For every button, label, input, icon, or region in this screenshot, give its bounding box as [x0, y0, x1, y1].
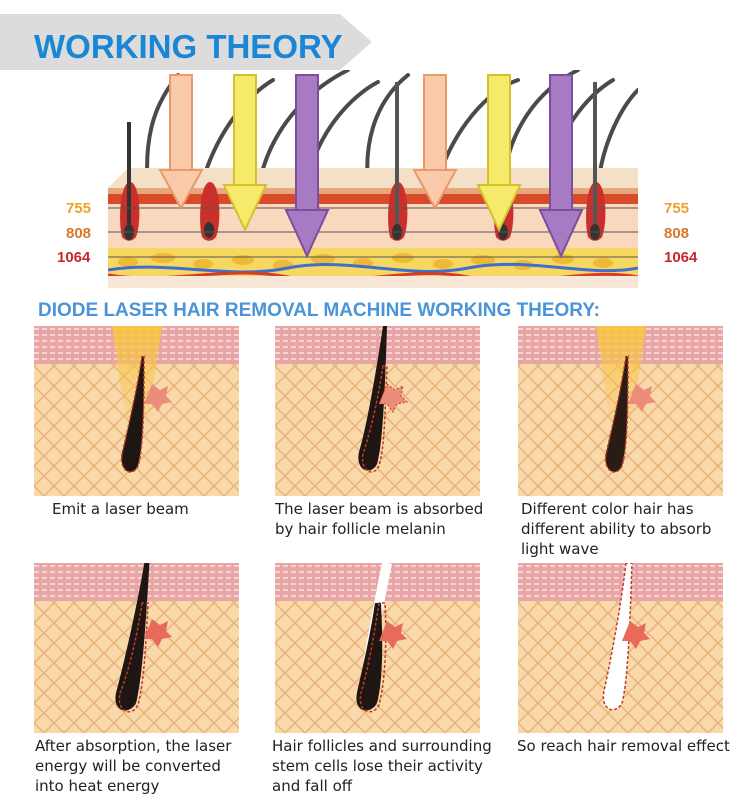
step-panel-3 [518, 326, 723, 496]
wavelength-label-808-right: 808 [664, 225, 690, 242]
skin-cross-section-diagram [108, 70, 638, 288]
arrow-755-left [158, 74, 204, 211]
arrow-808-right [476, 74, 522, 233]
step-panel-6 [518, 563, 723, 733]
step-caption-6: So reach hair removal effect [517, 737, 730, 755]
wavelength-label-755-left: 755 [66, 200, 92, 217]
step-panel-2 [275, 326, 480, 496]
arrow-808-left [222, 74, 268, 233]
arrow-1064-left [284, 74, 330, 259]
step-caption-2: The laser beam is absorbed by hair folli… [275, 500, 484, 538]
arrow-1064-right [538, 74, 584, 259]
step-caption-4: After absorption, the laser energy will … [35, 737, 232, 795]
section-title: DIODE LASER HAIR REMOVAL MACHINE WORKING… [38, 300, 600, 321]
banner-title: WORKING THEORY [34, 28, 343, 65]
wavelength-label-1064-right: 1064 [664, 249, 698, 266]
arrow-755-right [412, 74, 458, 211]
step-caption-1: Emit a laser beam [52, 500, 189, 518]
wavelength-label-1064-left: 1064 [57, 249, 91, 266]
step-caption-5: Hair follicles and surrounding stem cell… [272, 737, 492, 795]
step-panel-1 [34, 326, 239, 496]
step-panel-5 [275, 563, 480, 733]
step-panel-4 [34, 563, 239, 733]
fat-cells [118, 253, 613, 270]
step-caption-3: Different color hair has different abili… [521, 500, 712, 558]
laser-arrows [158, 74, 584, 259]
title-banner: WORKING THEORY [0, 14, 372, 70]
wavelength-label-755-right: 755 [664, 200, 690, 217]
wavelength-label-808-left: 808 [66, 225, 92, 242]
banner-arrow-shape [0, 14, 372, 70]
